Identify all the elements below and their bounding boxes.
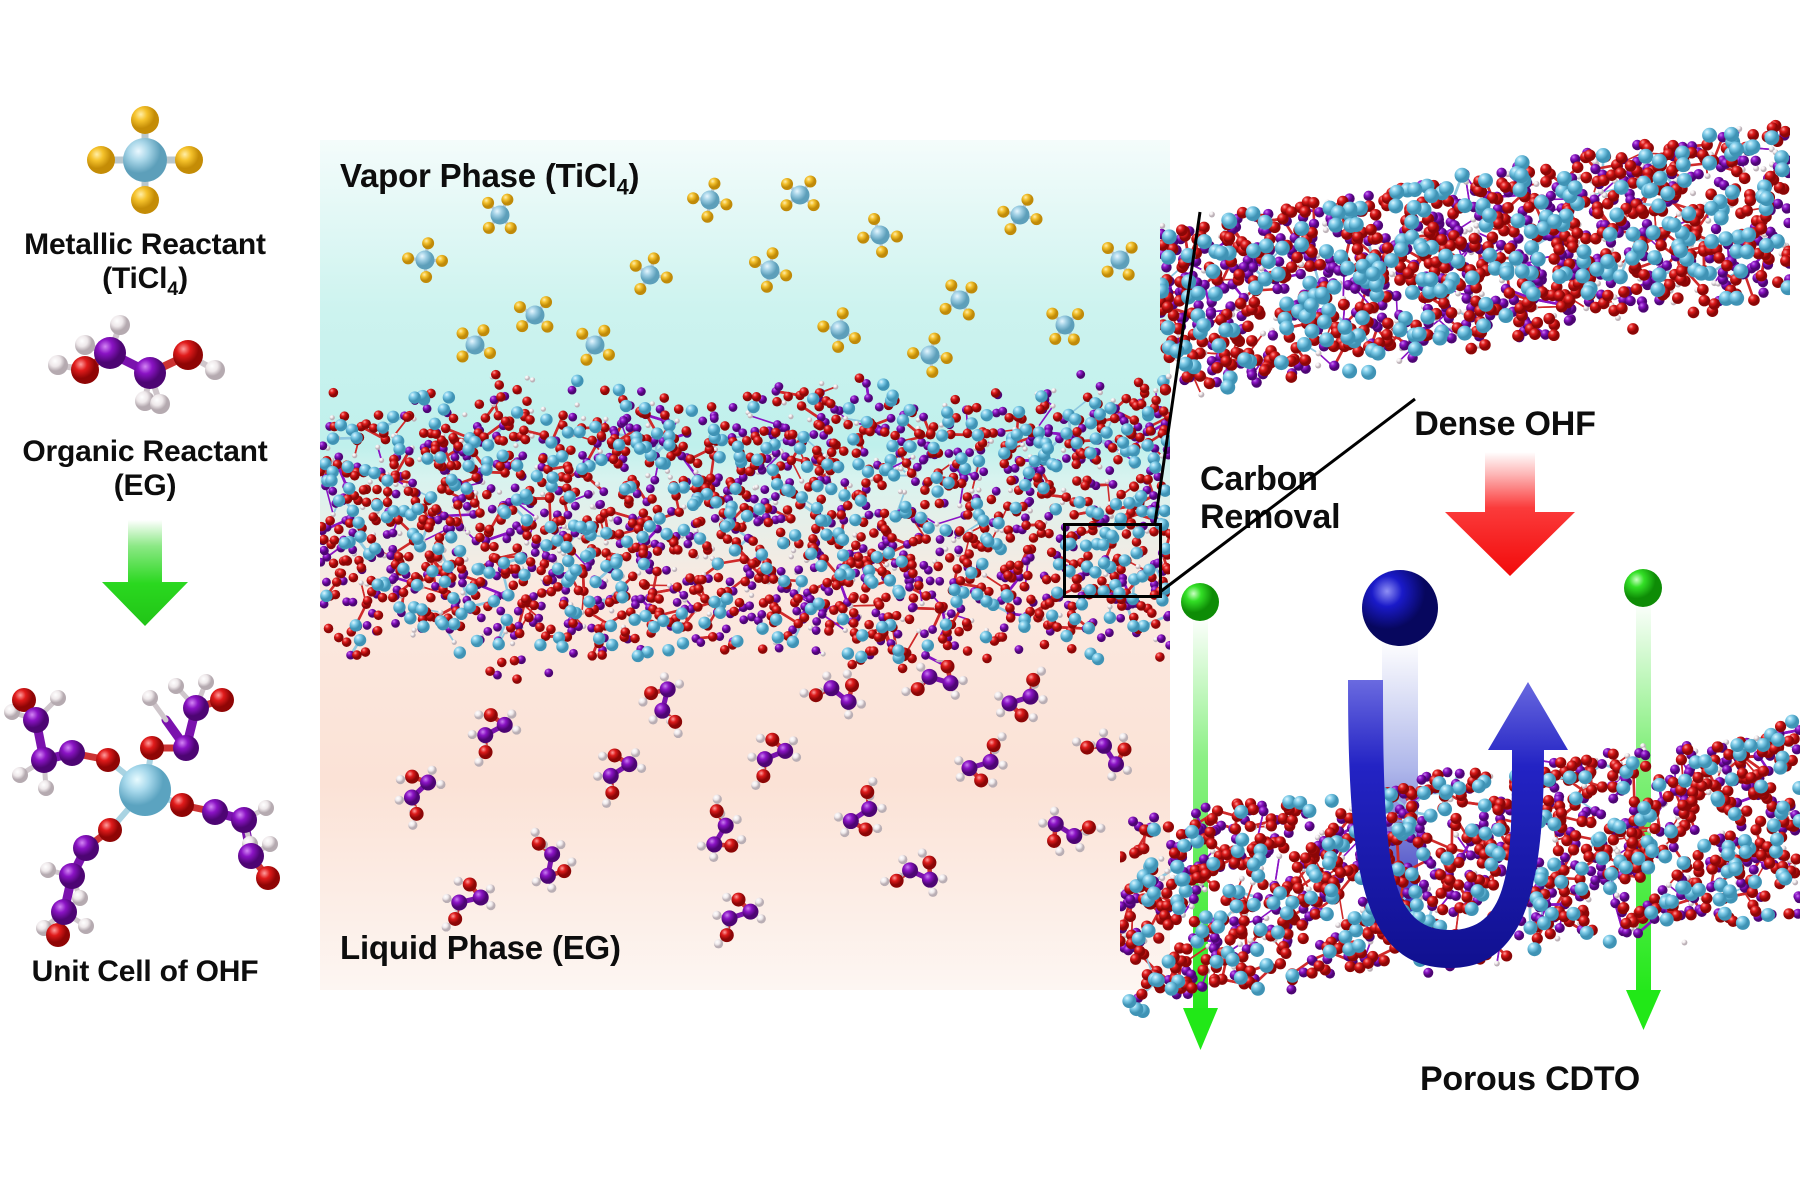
eg-liquid-molecule [747,732,802,790]
vapor-label-suffix: ) [628,157,640,194]
legend-label-line1: Organic Reactant [22,435,268,468]
ticl4-vapor-molecule [749,247,793,293]
eg-liquid-molecule [901,660,968,700]
eg-liquid-molecule [593,748,647,808]
legend-molecule-ticl4 [0,90,290,230]
vapor-label-subscript: 4 [616,174,629,200]
eg-liquid-molecule [880,848,948,897]
eg-liquid-molecule [394,765,446,830]
carbon-removal-line2: Removal [1200,498,1341,537]
ticl4-vapor-molecule [857,213,903,258]
carbon-removal-label: Carbon Removal [1200,460,1440,536]
liquid-phase-label: Liquid Phase (EG) [340,929,621,966]
legend-molecule-unit-cell [0,620,290,950]
legend-label-unit-cell: Unit Cell of OHF [0,955,290,989]
reaction-arrow [0,520,290,630]
porous-cdto-assembly [1120,569,1800,1050]
eg-liquid-molecule [696,794,747,862]
ticl4-vapor-molecule [482,193,517,235]
atom-layer-Ti [1160,126,1790,395]
eg-liquid-molecule [638,672,685,739]
eg-liquid-molecule [467,708,522,767]
ticl4-vapor-molecule [907,332,953,378]
eg-liquid-molecule [994,666,1048,723]
ticl4-vapor-molecule [629,252,673,295]
eg-liquid-molecule [441,876,496,932]
reactor-panel: Vapor Phase (TiCl4) Liquid Phase (EG) [320,140,1170,990]
legend-column: Metallic Reactant (TiCl4) [0,80,290,1110]
legend-label-metallic-reactant: Metallic Reactant (TiCl4) [0,228,290,300]
eg-liquid-molecule [799,669,867,720]
eg-liquid-molecule [1071,728,1133,782]
legend-molecule-eg [0,305,290,435]
vapor-label-prefix: Vapor Phase (TiCl [340,157,617,194]
ticl4-vapor-molecule [402,237,448,283]
green-down-arrow-icon [102,520,188,626]
ohf-unit-cell-icon [4,674,280,947]
ticl4-vapor-molecule [817,307,861,353]
legend-label-organic-reactant: Organic Reactant (EG) [0,435,290,502]
carbon-removal-line1: Carbon [1200,460,1318,498]
zoom-callout-box [1063,523,1162,598]
ticl4-vapor-molecule [780,175,820,212]
legend-label-line1: Metallic Reactant [24,228,266,261]
atom-layer-Ti [320,374,1170,666]
legend-label-line2: (TiCl4) [102,261,188,300]
vapor-phase-molecules [402,175,1138,378]
ticl4-vapor-molecule [687,177,733,223]
product-column: Dense OHF Carbon Removal [1120,60,1800,1200]
formula-prefix: (TiCl [102,261,168,295]
liquid-phase-molecules [394,660,1133,949]
ticl4-vapor-molecule [456,324,497,363]
ticl4-vapor-molecule [997,193,1043,236]
atom-layer-Ti [1122,714,1800,1019]
interfacial-film [320,369,1170,684]
ticl4-vapor-molecule [576,324,615,366]
ticl4-molecule-icon [87,106,203,214]
formula-suffix: ) [166,468,177,502]
dense-ohf-label: Dense OHF [1414,405,1596,443]
ticl4-vapor-molecule [1101,241,1138,281]
formula-subscript: 4 [167,277,179,300]
eg-liquid-molecule [1038,806,1106,857]
legend-label-line2: (EG) [114,469,177,502]
ethylene-glycol-molecule-icon [48,315,225,414]
callout-leader-lines [1153,211,1416,594]
formula-prefix: (EG [113,468,167,502]
rejection-arrow [1348,680,1568,968]
ticl4-vapor-molecule [1046,307,1085,346]
carbon-removal-arrow [1445,452,1575,576]
eg-liquid-molecule [954,732,1008,788]
eg-liquid-molecule [530,827,577,893]
eg-liquid-molecule [833,776,887,838]
formula-suffix: ) [178,261,188,295]
ticl4-vapor-molecule [513,296,554,333]
porous-cdto-label: Porous CDTO [1419,1060,1641,1098]
dense-ohf-slab [1160,119,1790,398]
ticl4-vapor-molecule [939,279,978,321]
legend-label-line1: Unit Cell of OHF [31,955,259,988]
eg-liquid-molecule [712,892,766,949]
vapor-phase-label: Vapor Phase (TiCl4) [340,157,860,200]
